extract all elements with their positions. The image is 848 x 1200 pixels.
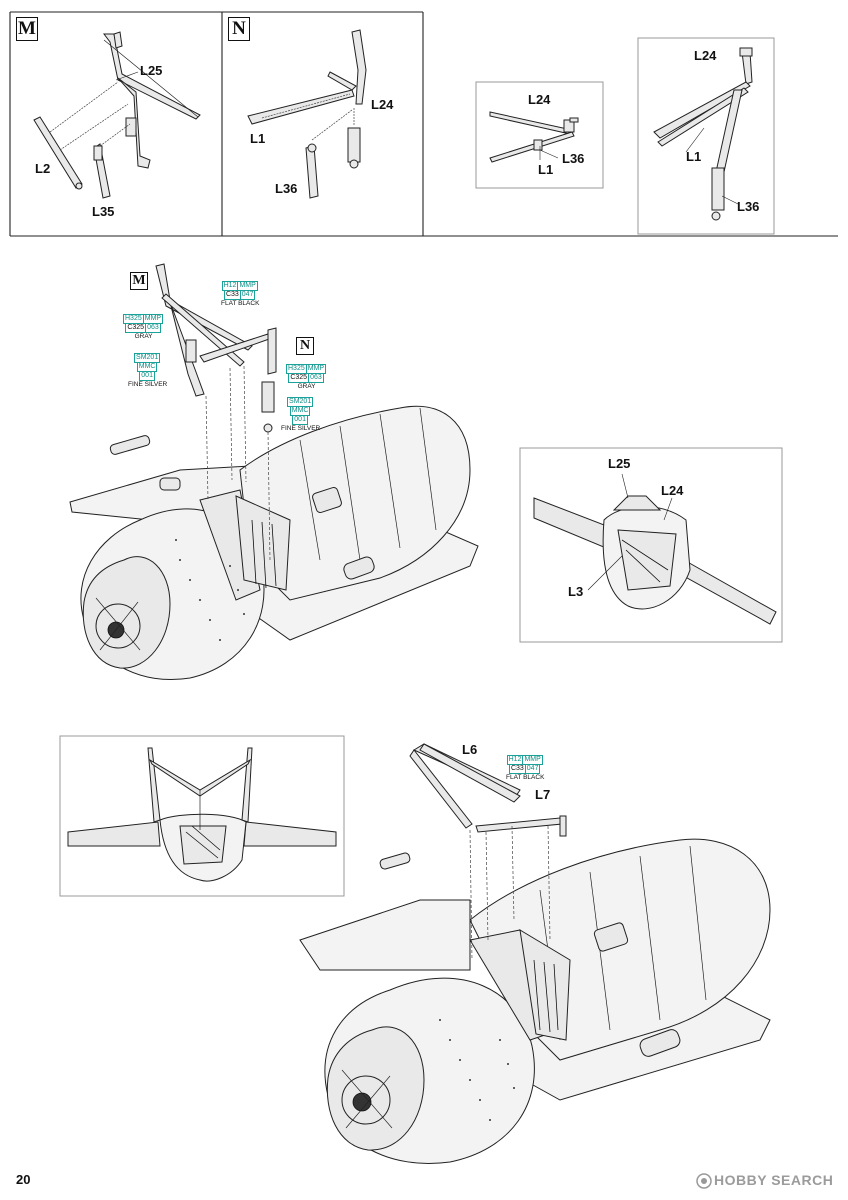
detail-b-box	[637, 37, 775, 235]
page-number: 20	[16, 1172, 31, 1187]
lower-label-l7: L7	[535, 787, 551, 802]
step-n-marker: N	[228, 17, 250, 41]
part-label-l36: L36	[275, 181, 298, 196]
detail-c-label-l25: L25	[608, 456, 631, 471]
detail-c-box	[519, 447, 783, 643]
detail-c-label-l3: L3	[568, 584, 584, 599]
detail-b-label-l24: L24	[694, 48, 717, 63]
step-m-marker: M	[16, 17, 38, 41]
step-n-marker-assembly: N	[296, 337, 314, 355]
upper-aircraft-drawing	[69, 405, 479, 680]
detail-a-label-l36: L36	[562, 151, 585, 166]
watermark-icon	[696, 1173, 712, 1189]
part-label-l24: L24	[371, 97, 394, 112]
part-label-l35: L35	[92, 204, 115, 219]
detail-a-label-l1: L1	[538, 162, 554, 177]
detail-d-box	[59, 735, 345, 897]
top-panel-frame	[9, 11, 838, 237]
detail-a-label-l24: L24	[528, 92, 551, 107]
part-label-l1: L1	[250, 131, 266, 146]
part-label-l25: L25	[140, 63, 163, 78]
paint-callout-fine-silver-2: SM201 MMC 001 FINE SILVER	[281, 397, 321, 432]
panel-n-parts	[247, 29, 367, 199]
part-label-l2: L2	[35, 161, 51, 176]
watermark-text: HOBBY SEARCH	[714, 1172, 834, 1188]
panel-m-parts	[33, 31, 201, 199]
lower-label-l6: L6	[462, 742, 478, 757]
lower-aircraft-drawing	[299, 743, 771, 1164]
detail-c-label-l24: L24	[661, 483, 684, 498]
paint-callout-fine-silver: SM201 MMC 001 FINE SILVER	[128, 353, 168, 388]
step-m-marker-assembly: M	[130, 272, 148, 290]
upper-step-parts	[155, 263, 277, 561]
detail-b-label-l1: L1	[686, 149, 702, 164]
detail-a-box	[475, 81, 604, 189]
detail-b-label-l36: L36	[737, 199, 760, 214]
